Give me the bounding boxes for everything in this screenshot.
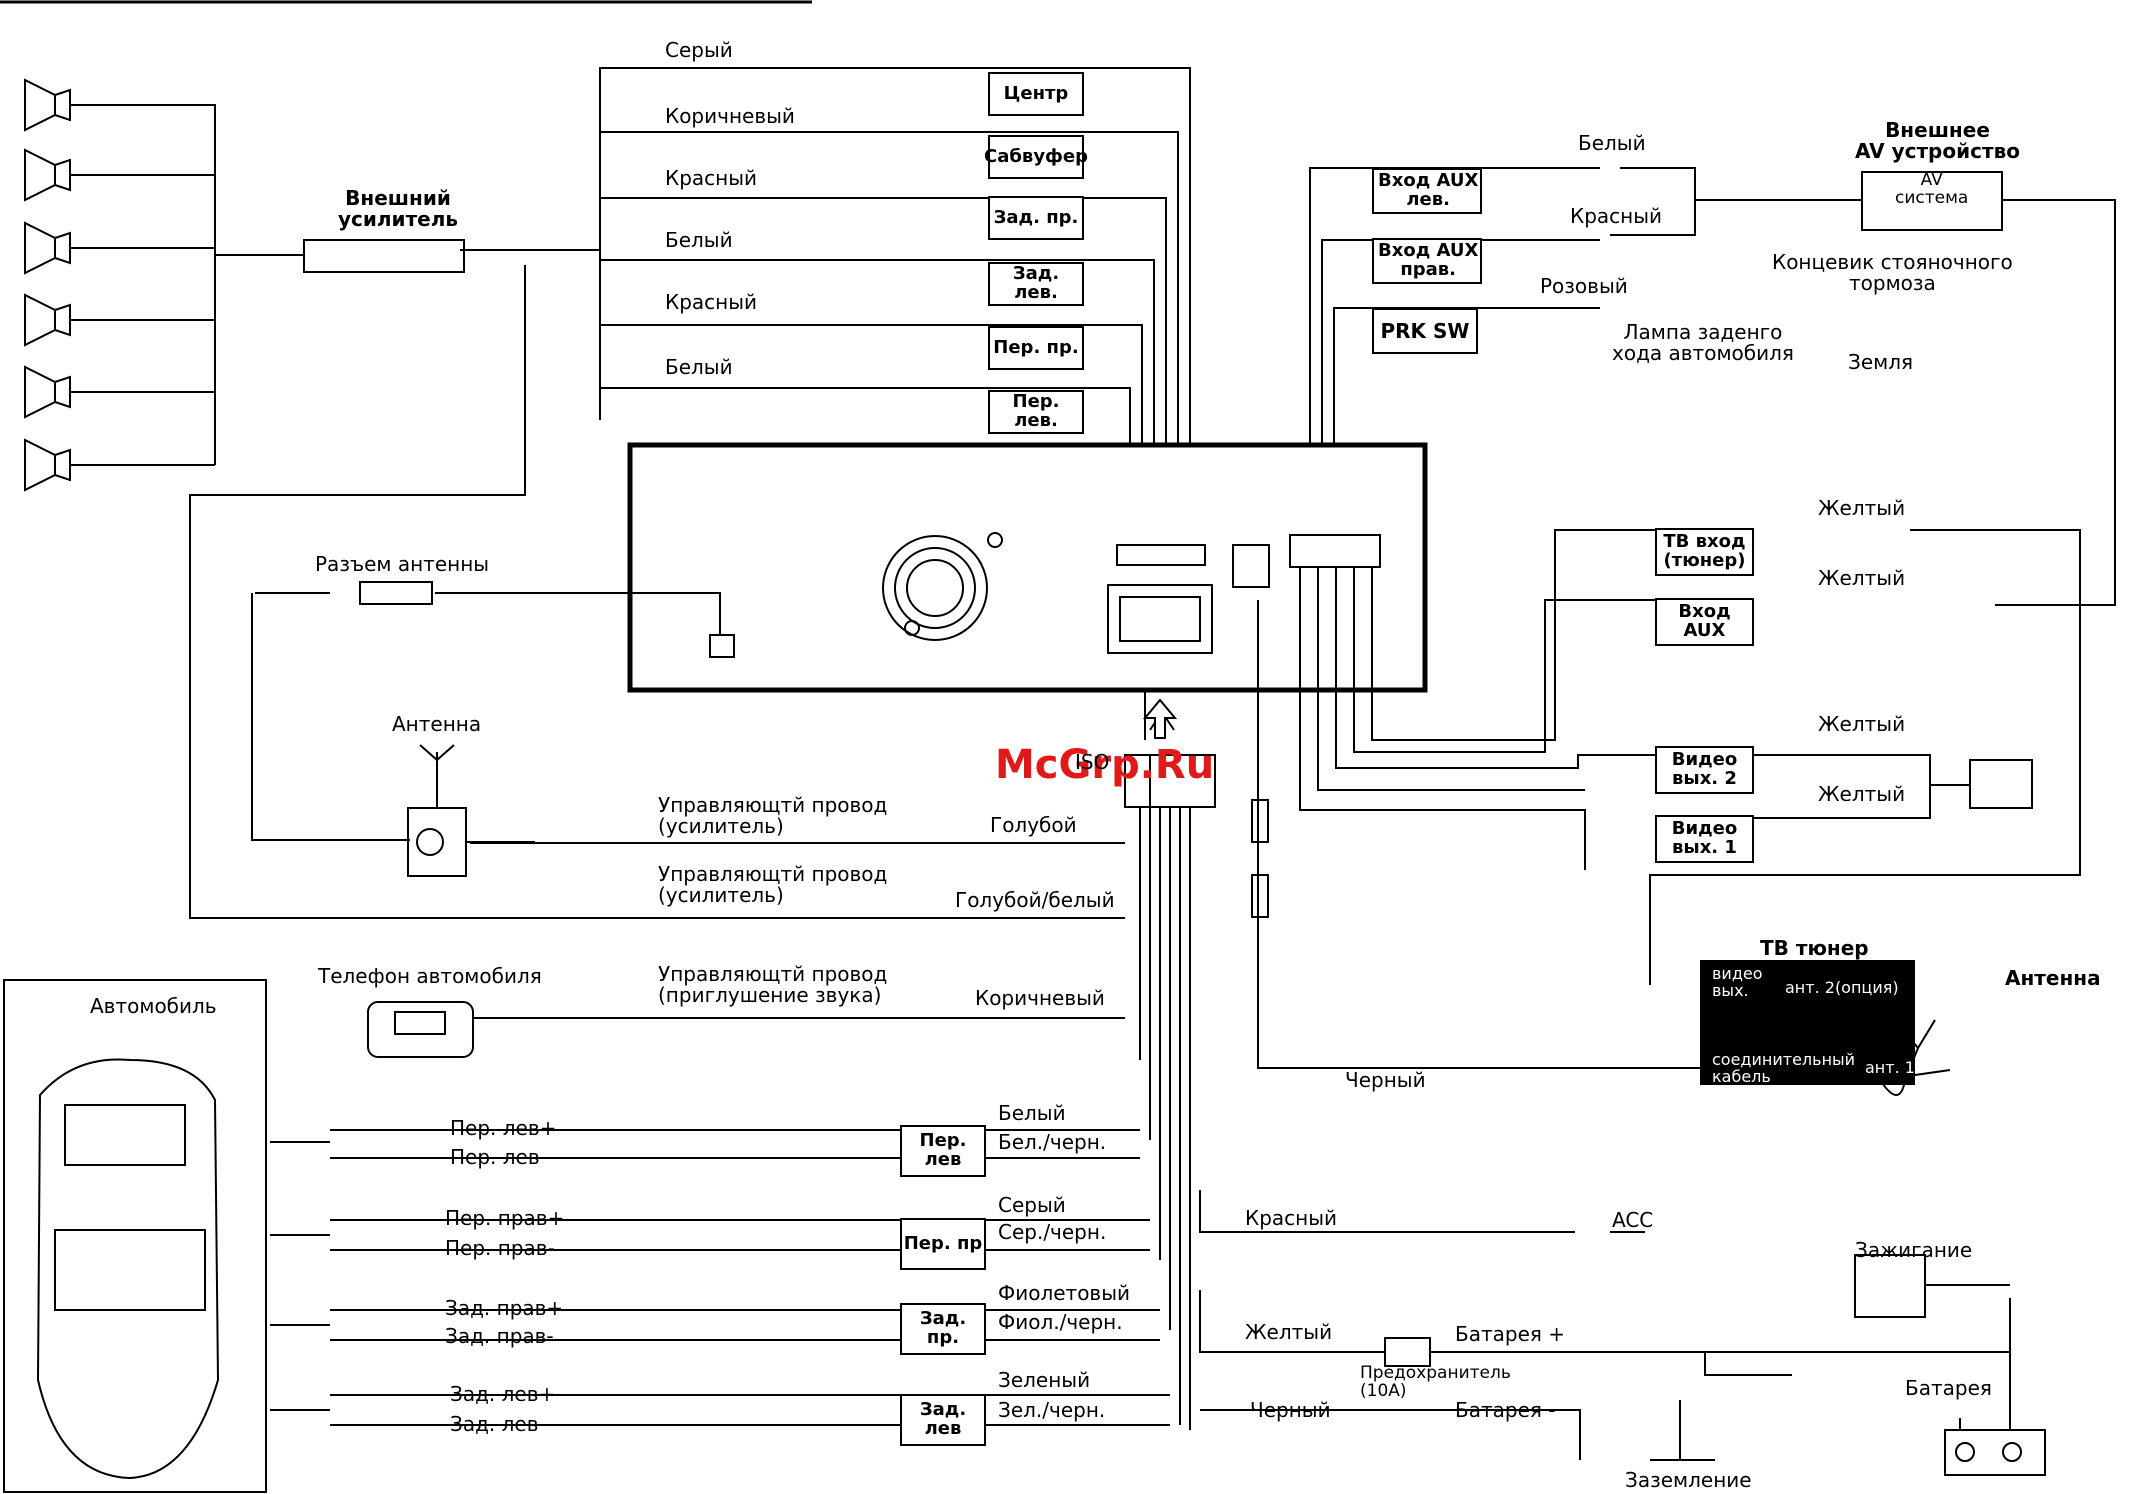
yellow-wire-label: Желтый xyxy=(1245,1320,1333,1344)
speaker-plus-label: Пер. лев+ xyxy=(450,1116,557,1140)
av-system xyxy=(1861,171,2003,231)
reverse-lamp-label: Лампа заденго хода автомобиля xyxy=(1612,320,1794,365)
watermark: McGrp.Ru xyxy=(995,742,1215,788)
control-wire-desc: Управляющтй провод (усилитель) xyxy=(658,793,888,838)
aux-left-box: Вход AUX лев. xyxy=(1372,168,1482,214)
control-wire-desc: Управляющтй провод (усилитель) xyxy=(658,862,888,907)
tuner-ant2-label: ант. 2(опция) xyxy=(1785,978,1899,997)
wire-color-label: Серый xyxy=(665,38,733,62)
tuner-cable-label: соединительный кабель xyxy=(1712,1050,1856,1086)
speaker-box: Зад. пр. xyxy=(900,1303,986,1355)
video-out-1-box: Видео вых. 1 xyxy=(1655,815,1754,863)
function-box: Зад. пр. xyxy=(988,196,1084,240)
antenna-connector-label: Разъем антенны xyxy=(315,552,490,576)
speaker-color-label: Зел./черн. xyxy=(998,1398,1106,1422)
car-frame xyxy=(3,979,267,1493)
antenna-label: Антенна xyxy=(392,712,482,736)
iso-socket xyxy=(1107,584,1213,654)
tuner-ant1-label: ант. 1 xyxy=(1865,1058,1915,1077)
function-box: Пер. пр. xyxy=(988,326,1084,370)
speaker-color-label: Зеленый xyxy=(998,1368,1091,1392)
speaker-color-label: Серый xyxy=(998,1193,1066,1217)
aux-right-box: Вход AUX прав. xyxy=(1372,238,1482,284)
av-system-label: AV система xyxy=(1895,170,1969,208)
ground-power-label: Заземление xyxy=(1625,1468,1752,1492)
control-wire-color: Голубой/белый xyxy=(955,888,1115,912)
speaker-box: Пер. лев xyxy=(900,1125,986,1177)
red-wire-label: Красный xyxy=(1245,1206,1338,1230)
function-box: Зад. лев. xyxy=(988,262,1084,306)
wire-color-label: Желтый xyxy=(1818,496,1906,520)
tv-input-box: ТВ вход (тюнер) xyxy=(1655,528,1754,576)
wire-color-label: Желтый xyxy=(1818,712,1906,736)
speaker-box: Зад. лев xyxy=(900,1394,986,1446)
tuner-antenna-label: Антенна xyxy=(2005,966,2101,990)
control-wire-desc: Управляющтй провод (приглушение звука) xyxy=(658,962,888,1007)
wire-color-label: Коричневый xyxy=(665,104,795,128)
video-out-2-box: Видео вых. 2 xyxy=(1655,746,1754,794)
wire-color-label: Розовый xyxy=(1540,274,1628,298)
tv-tuner-title: ТВ тюнер xyxy=(1760,936,1869,960)
speaker-color-label: Фиол./черн. xyxy=(998,1310,1123,1334)
function-box: Пер. лев. xyxy=(988,390,1084,434)
wire-color-label: Белый xyxy=(665,355,733,379)
amplifier-icon xyxy=(303,239,465,273)
iso-label: ISO xyxy=(1075,750,1110,774)
speaker-color-label: Сер./черн. xyxy=(998,1220,1107,1244)
speaker-minus-label: Пер. прав- xyxy=(445,1236,555,1260)
wire-color-label: Белый xyxy=(1578,131,1646,155)
prk-sw-box: PRK SW xyxy=(1372,308,1478,354)
ignition-switch xyxy=(1854,1254,1926,1318)
handbrake-switch-label: Концевик стояночного тормоза xyxy=(1772,250,2013,295)
black-power-label: Черный xyxy=(1250,1398,1331,1422)
speaker-color-label: Фиолетовый xyxy=(998,1281,1131,1305)
wire-color-label: Желтый xyxy=(1818,782,1906,806)
battery-plus-label: Батарея + xyxy=(1455,1322,1566,1346)
acc-label: ACC xyxy=(1612,1208,1654,1232)
speaker-plus-label: Пер. прав+ xyxy=(445,1206,565,1230)
speaker-color-label: Белый xyxy=(998,1101,1066,1125)
wire-color-label: Красный xyxy=(665,166,758,190)
speaker-color-label: Бел./черн. xyxy=(998,1130,1107,1154)
tuner-video-out-label: видео вых. xyxy=(1712,964,1763,1000)
wire-color-label: Белый xyxy=(665,228,733,252)
head-unit xyxy=(627,442,1428,693)
battery-label: Батарея xyxy=(1905,1376,1992,1400)
wire-color-label: Красный xyxy=(1570,204,1663,228)
speaker-plus-label: Зад. прав+ xyxy=(445,1296,564,1320)
speaker-minus-label: Зад. прав- xyxy=(445,1324,554,1348)
battery-icon xyxy=(1944,1429,2046,1476)
black-wire-label: Черный xyxy=(1345,1068,1426,1092)
speaker-minus-label: Зад. лев- xyxy=(450,1412,546,1436)
aux-video-box: Вход AUX xyxy=(1655,598,1754,646)
battery-minus-label: Батарея - xyxy=(1455,1398,1556,1422)
control-wire-color: Коричневый xyxy=(975,986,1105,1010)
speaker-icons xyxy=(24,78,108,492)
ignition-label: Зажигание xyxy=(1855,1238,1973,1262)
wire-color-label: Желтый xyxy=(1818,566,1906,590)
function-box: Центр xyxy=(988,72,1084,116)
function-box: Сабвуфер xyxy=(984,135,1088,179)
amplifier-label: Внешний усилитель xyxy=(338,186,459,231)
fuse-icon xyxy=(1384,1337,1431,1367)
speaker-box: Пер. пр xyxy=(900,1218,986,1270)
arrow-up-icon xyxy=(1142,698,1178,739)
ground-label: Земля xyxy=(1848,350,1914,374)
wire-color-label: Красный xyxy=(665,290,758,314)
control-wire-color: Голубой xyxy=(990,813,1077,837)
monitor-icon xyxy=(1969,759,2033,809)
tv-tuner xyxy=(1700,960,1915,1085)
phone-label: Телефон автомобиля xyxy=(318,964,542,988)
fan-icon xyxy=(882,535,988,641)
car-label: Автомобиль xyxy=(90,994,217,1018)
speaker-minus-label: Пер. лев- xyxy=(450,1145,547,1169)
speaker-plus-label: Зад. лев+ xyxy=(450,1382,556,1406)
fuse-label: Предохранитель (10A) xyxy=(1360,1363,1511,1401)
external-av-label: Внешнее AV устройство xyxy=(1855,118,2020,163)
phone-icon xyxy=(367,1001,474,1058)
